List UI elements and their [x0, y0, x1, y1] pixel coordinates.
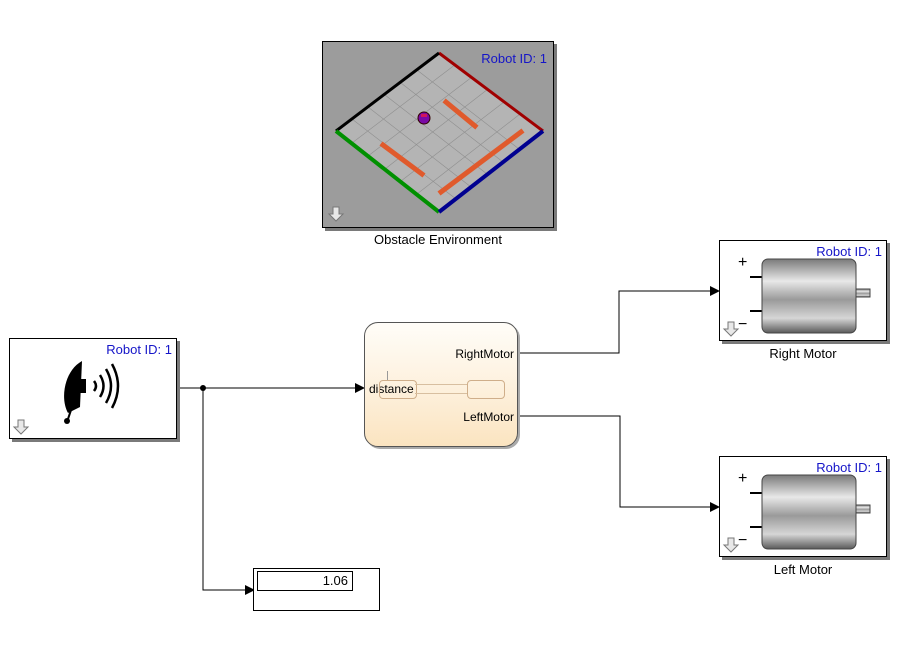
block-caption-left-motor: Left Motor	[773, 562, 833, 577]
wire-right-motor[interactable]	[518, 286, 720, 354]
wire-branch-to-display[interactable]	[202, 388, 255, 595]
block-caption-environment: Obstacle Environment	[374, 232, 502, 247]
chart-transition	[415, 384, 467, 394]
svg-text:−: −	[738, 316, 747, 333]
dc-motor-icon: + −	[738, 254, 871, 334]
down-arrow-icon[interactable]	[12, 418, 30, 436]
output-port-right-motor: RightMotor	[455, 347, 514, 361]
controller-chart-block[interactable]: distance RightMotor LeftMotor	[364, 322, 518, 447]
display-value: 1.06	[257, 571, 353, 591]
svg-text:+: +	[738, 470, 747, 487]
chart-state-b	[467, 380, 505, 399]
wire-left-motor[interactable]	[518, 415, 720, 512]
left-motor-block[interactable]: Robot ID: 1 + −	[719, 456, 887, 557]
ultrasonic-sensor-block[interactable]: Robot ID: 1	[9, 338, 177, 439]
robot-id-label: Robot ID: 1	[816, 460, 882, 475]
environment-scene	[334, 51, 545, 214]
branch-point	[200, 385, 206, 391]
right-motor-block[interactable]: Robot ID: 1 + −	[719, 240, 887, 341]
chart-tick	[387, 371, 388, 380]
robot-id-label: Robot ID: 1	[481, 51, 547, 66]
svg-text:+: +	[738, 254, 747, 271]
dc-motor-icon: + −	[738, 470, 871, 550]
output-port-left-motor: LeftMotor	[463, 410, 514, 424]
block-caption-right-motor: Right Motor	[769, 346, 837, 361]
down-arrow-icon[interactable]	[722, 320, 740, 338]
down-arrow-icon[interactable]	[327, 205, 345, 223]
svg-text:−: −	[738, 532, 747, 549]
ultrasonic-sensor-icon	[64, 361, 120, 424]
obstacle-environment-block[interactable]: Robot ID: 1	[322, 41, 554, 228]
robot-id-label: Robot ID: 1	[106, 342, 172, 357]
robot-id-label: Robot ID: 1	[816, 244, 882, 259]
input-port-distance: distance	[369, 382, 414, 396]
down-arrow-icon[interactable]	[722, 536, 740, 554]
chart-state-a	[379, 380, 417, 399]
